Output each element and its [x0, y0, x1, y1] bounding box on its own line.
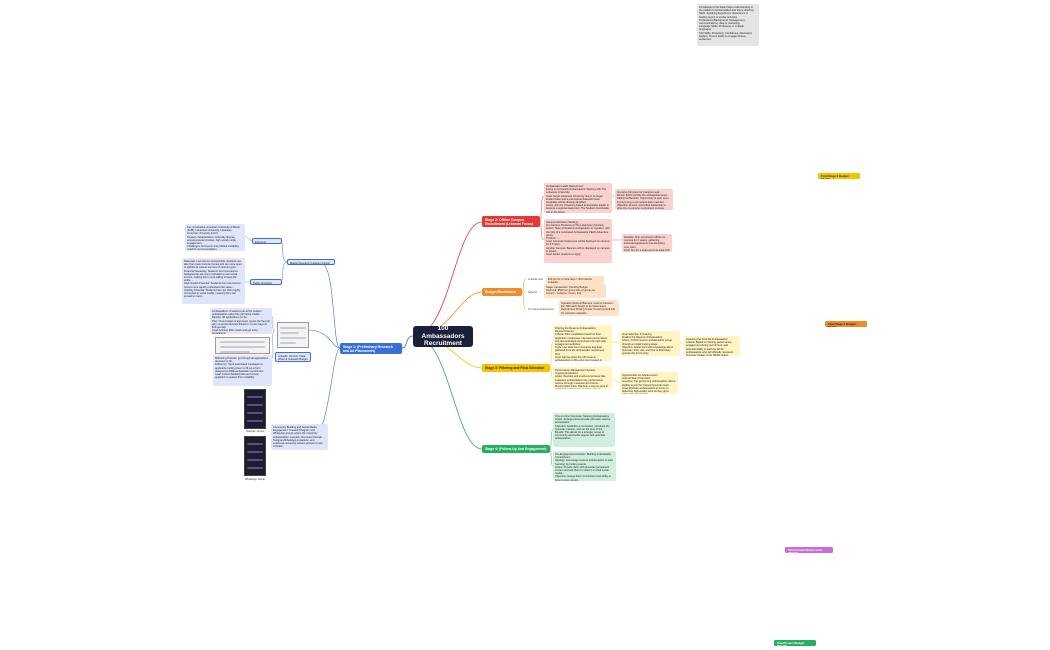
- campus-activation-detail: Campus Activation Strategy: On-Campus Pr…: [544, 219, 612, 263]
- annual-stance-total: Total Annual Stance Cost: $28,000: [785, 547, 833, 553]
- budget-node[interactable]: Budget Breakdown: [482, 288, 522, 296]
- whatsapp-caption: WhatsApp Group: [245, 478, 265, 481]
- advancement-detail: Opportunities for Advancement Internal T…: [620, 372, 678, 394]
- budget-linkedin-label: LinkedIn Ads: [528, 278, 543, 281]
- linkedin-ads-detail: Ambassadors: Created a job ad for studen…: [210, 308, 272, 334]
- budget-stipend-label: Stipend: [528, 291, 537, 294]
- incentive-structure-detail: Incentive Structure for Campus Lead: Bon…: [615, 189, 673, 210]
- economic-landscape-node[interactable]: Economic Landscape: [252, 238, 282, 244]
- marketing-process-detail: Marketing Process: go through all applic…: [213, 355, 272, 386]
- budget-linkedin-value: $10 per for 2 more days = $70 total for …: [546, 276, 604, 284]
- linkedin-outreach-node[interactable]: LinkedIn Job Ads: Initial (Pilot) & Outr…: [275, 352, 311, 362]
- linkedin-ad-screenshot: [277, 322, 309, 348]
- stage-4-node[interactable]: Stage 4: (Follow-Up And Engagement): [482, 445, 550, 453]
- public-university-focus-node[interactable]: Public University Focus: [250, 279, 282, 285]
- community-building-detail: Community Building and Social Media Enga…: [271, 424, 328, 450]
- follow-up-detail: One-on-One Interviews: Meeting Ambassado…: [553, 413, 615, 447]
- central-topic[interactable]: 100 Ambassadors Recruitment: [413, 326, 473, 347]
- performance-management-detail: Performance Management System: Ongoing E…: [553, 367, 612, 389]
- stage-2-budget-total: Total Stage 2 Budget: $4,000: [818, 173, 860, 179]
- telegram-caption: Telegram Group: [245, 430, 265, 433]
- filtering-detail: Filtering the Reserve Ambassadors: Revie…: [553, 325, 612, 361]
- telegram-group-screenshot: [244, 389, 266, 429]
- stage-1-node[interactable]: Stage 1: (Preliminary Research and Ad Pl…: [340, 343, 402, 354]
- budget-campus-label: On Campus Expenses: [528, 308, 554, 311]
- whatsapp-group-screenshot: [244, 436, 266, 476]
- project-budget-total: Total Project Budget: $66,000: [774, 640, 816, 646]
- budget-campus-value: Operation Roll-Up Banners: Cost for bann…: [559, 300, 619, 316]
- duration-detail: Duration: Run recruitment efforts on cam…: [622, 234, 672, 252]
- stage-3-node[interactable]: Stage 3: Filtering and Final Selection: [482, 364, 550, 372]
- budget-stipend-value: Stage 1 Expansion, Pending Budget Approv…: [544, 284, 606, 298]
- lead-recruitment-detail: Ambassador Leads Recruitment: Focus on U…: [544, 183, 612, 213]
- selecting-final-detail: Selecting the Final 60 Ambassadors: Crit…: [684, 336, 740, 356]
- economic-landscape-detail: Key universities: American University of…: [185, 224, 245, 251]
- pre-engagement-detail: Pre-Engagement Activities: Building Amba…: [553, 451, 616, 481]
- stage-1-budget-total: Total Stage 1 Budget: $1330: [825, 321, 867, 327]
- applications-screenshot: [215, 337, 270, 354]
- final-selection-detail: Final Selection & Training Finalize the …: [620, 331, 680, 356]
- public-focus-detail: Rationale: Low-Income Households: Studen…: [182, 258, 245, 304]
- top-note: Knowledge of the basic Nagu understandin…: [697, 4, 759, 46]
- stage-2-node[interactable]: Stage 2: Offline Campus Recruitment (Leb…: [482, 216, 540, 227]
- market-research-node[interactable]: Market Research (Lebanon Focus): [287, 259, 335, 265]
